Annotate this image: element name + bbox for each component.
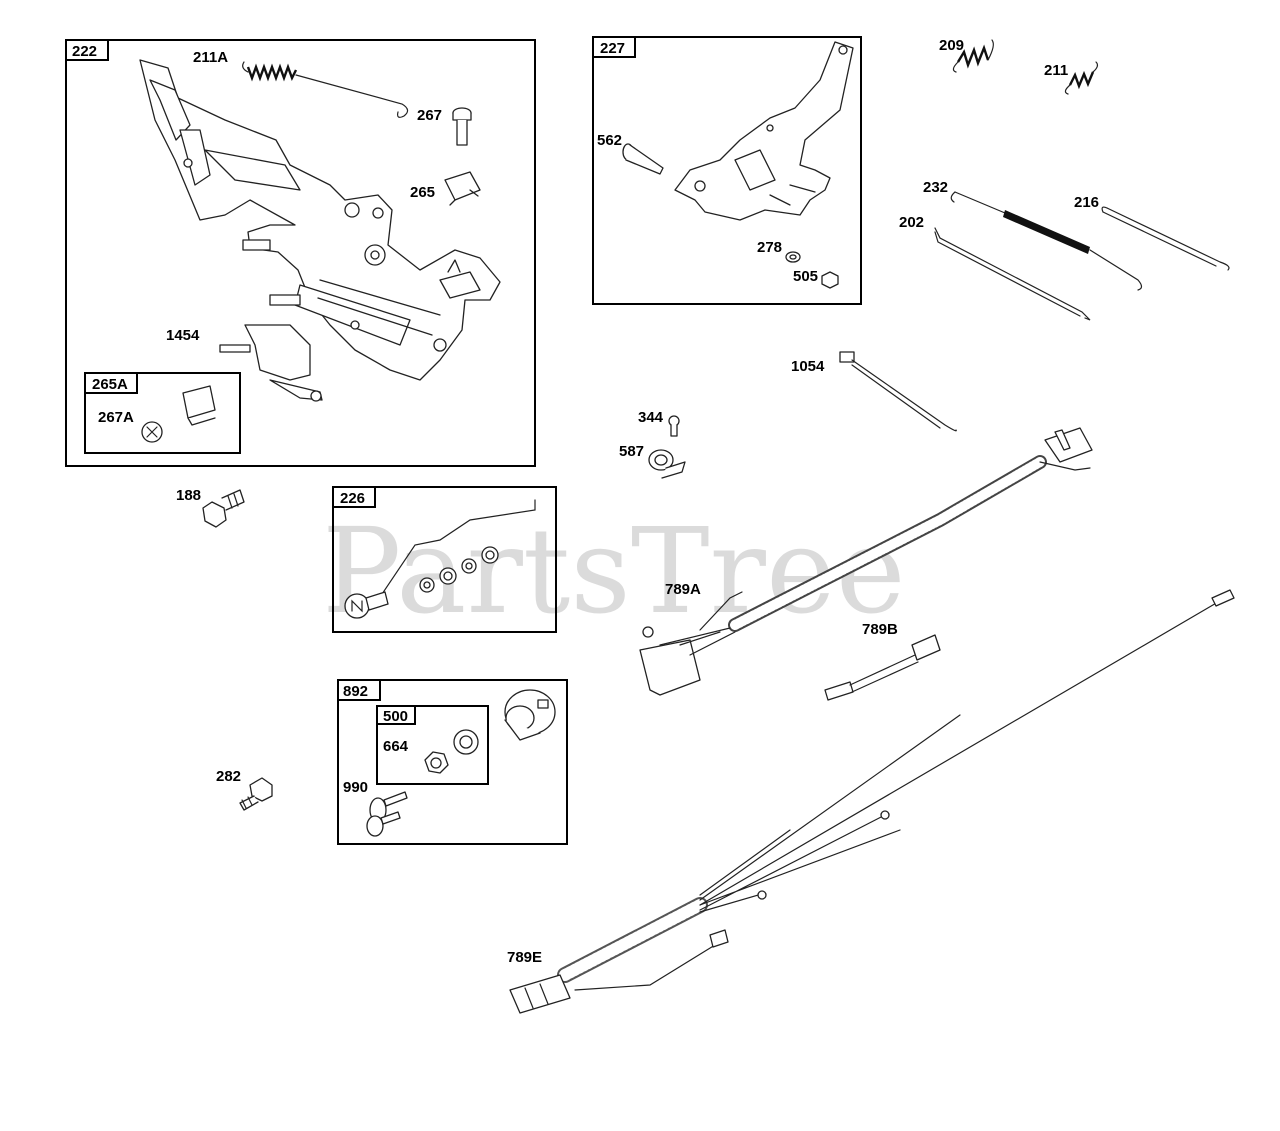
pin-562[interactable] <box>622 143 664 175</box>
callout-222[interactable]: 222 <box>72 43 97 60</box>
callout-265[interactable]: 265 <box>410 184 435 201</box>
callout-990[interactable]: 990 <box>343 779 368 796</box>
harness-789A[interactable] <box>639 427 1093 696</box>
callout-226[interactable]: 226 <box>340 490 365 507</box>
spring-rod-232[interactable] <box>950 191 1143 291</box>
group-227-frame <box>592 36 862 305</box>
control-bracket-part[interactable] <box>139 59 501 381</box>
washers-226[interactable] <box>419 546 499 593</box>
watermark: PartsTree <box>322 502 906 640</box>
callout-267[interactable]: 267 <box>417 107 442 124</box>
callout-265A[interactable]: 265A <box>92 376 128 393</box>
callout-209[interactable]: 209 <box>939 37 964 54</box>
screw-344[interactable] <box>668 415 680 437</box>
callout-211A[interactable]: 211A <box>193 49 228 66</box>
callout-278[interactable]: 278 <box>757 239 782 256</box>
group-892-frame <box>337 679 568 845</box>
screw-267[interactable] <box>452 107 472 146</box>
bolt-282[interactable] <box>239 777 273 811</box>
callout-664[interactable]: 664 <box>383 738 409 755</box>
group-265A-tag <box>84 372 138 394</box>
callout-789A[interactable]: 789A <box>665 581 701 598</box>
callout-1054[interactable]: 1054 <box>791 358 825 375</box>
cable-tie-1054[interactable] <box>839 351 957 432</box>
group-892-tag <box>337 679 381 701</box>
lock-washer-664[interactable] <box>453 729 479 755</box>
group-222-frame <box>65 39 536 467</box>
group-222-tag <box>65 39 109 61</box>
callout-267A[interactable]: 267A <box>98 409 134 426</box>
group-226-tag <box>332 486 376 508</box>
ignition-switch-892[interactable] <box>504 689 556 741</box>
callout-227[interactable]: 227 <box>600 40 625 57</box>
switch-1454[interactable] <box>219 324 323 402</box>
clip-265[interactable] <box>444 171 481 206</box>
spring-209[interactable] <box>952 39 994 73</box>
group-500-tag <box>376 705 416 725</box>
harness-789E[interactable] <box>509 589 1235 1014</box>
spring-211[interactable] <box>1064 61 1099 95</box>
spring-211A[interactable] <box>242 61 409 118</box>
jumper-789B[interactable] <box>824 634 941 701</box>
callout-587[interactable]: 587 <box>619 443 644 460</box>
clamp-587[interactable] <box>648 449 686 479</box>
callout-232[interactable]: 232 <box>923 179 948 196</box>
group-265A-frame <box>84 372 241 454</box>
nut-664[interactable] <box>424 751 449 774</box>
callout-789B[interactable]: 789B <box>862 621 898 638</box>
callout-1454[interactable]: 1454 <box>166 327 200 344</box>
screw-267A[interactable] <box>141 421 163 443</box>
keys-990[interactable] <box>366 791 408 837</box>
callout-562[interactable]: 562 <box>597 132 622 149</box>
rod-216[interactable] <box>1101 206 1230 271</box>
callout-500[interactable]: 500 <box>383 708 408 725</box>
callout-282[interactable]: 282 <box>216 768 241 785</box>
callout-789E[interactable]: 789E <box>507 949 542 966</box>
callout-211[interactable]: 211 <box>1044 62 1068 79</box>
nut-505[interactable] <box>821 271 839 289</box>
rod-202[interactable] <box>934 227 1091 321</box>
group-500-frame <box>376 705 489 785</box>
washer-278[interactable] <box>785 251 801 263</box>
callout-216[interactable]: 216 <box>1074 194 1099 211</box>
group-226-frame <box>332 486 557 633</box>
group-227-tag <box>592 36 636 58</box>
callout-892[interactable]: 892 <box>343 683 368 700</box>
callout-505[interactable]: 505 <box>793 268 818 285</box>
callout-188[interactable]: 188 <box>176 487 201 504</box>
bolt-188[interactable] <box>202 489 245 528</box>
callout-344[interactable]: 344 <box>638 409 664 426</box>
lever-bracket-227[interactable] <box>674 41 854 221</box>
clip-265A[interactable] <box>182 385 216 426</box>
callout-202[interactable]: 202 <box>899 214 924 231</box>
choke-cable-226[interactable] <box>344 499 536 619</box>
